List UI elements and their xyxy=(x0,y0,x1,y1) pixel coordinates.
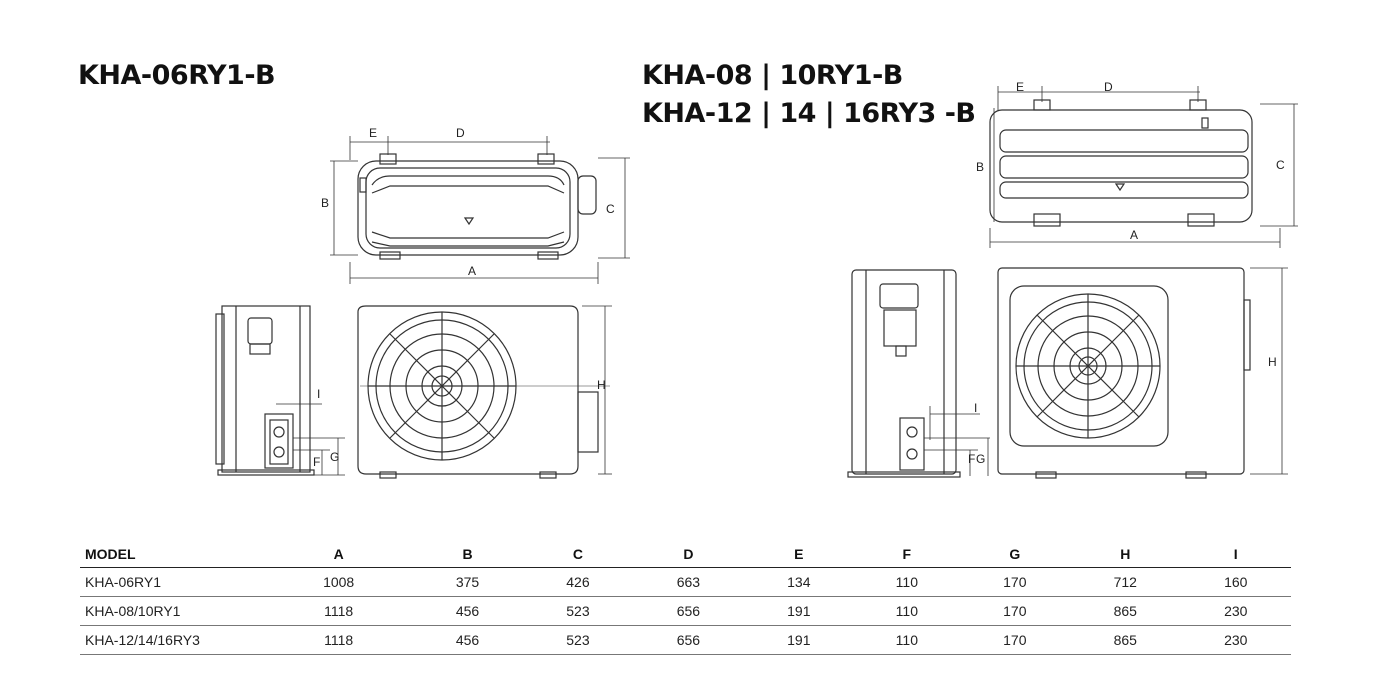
table-row: KHA-08/10RY1 1118 456 523 656 191 110 17… xyxy=(80,596,1291,626)
dim-label-b-left: B xyxy=(321,196,329,210)
dim-label-d-left: D xyxy=(456,126,465,140)
table-cell: 523 xyxy=(522,625,634,655)
title-right-models-line2: KHA-12 | 14 | 16RY3 -B xyxy=(642,98,976,129)
table-header-row: MODEL A B C D E F G H I xyxy=(80,540,1291,568)
dim-label-f-right: F xyxy=(968,452,975,466)
right-side-view xyxy=(847,269,990,478)
dim-label-c-left: C xyxy=(606,202,615,216)
table-cell: 865 xyxy=(1070,596,1181,626)
table-cell: 110 xyxy=(854,567,960,597)
table-cell: 456 xyxy=(412,625,523,655)
table-row: KHA-12/14/16RY3 1118 456 523 656 191 110… xyxy=(80,625,1291,655)
technical-drawings: E D B C A I F G H E D B C A I F G H xyxy=(215,80,1298,479)
table-cell: 170 xyxy=(959,567,1071,597)
title-left-model: KHA-06RY1-B xyxy=(78,60,276,91)
dim-label-c-right: C xyxy=(1276,158,1285,172)
table-cell: 191 xyxy=(743,625,855,655)
table-row: KHA-06RY1 1008 375 426 663 134 110 170 7… xyxy=(80,567,1291,597)
dim-label-h-right: H xyxy=(1268,355,1277,369)
table-cell: 1118 xyxy=(265,596,413,626)
table-cell: KHA-06RY1 xyxy=(80,567,265,597)
dim-label-b-right: B xyxy=(976,160,984,174)
left-top-view xyxy=(330,136,630,284)
dim-label-g-right: G xyxy=(976,452,985,466)
table-header: A xyxy=(265,540,413,568)
table-cell: 110 xyxy=(854,625,960,655)
table-header: C xyxy=(522,540,634,568)
dim-label-e-right: E xyxy=(1016,80,1024,94)
dimension-letters: E D B C A I F G H E D B C A I F G H xyxy=(313,80,1285,469)
table-header: MODEL xyxy=(80,540,265,568)
table-cell: 1118 xyxy=(265,625,413,655)
table-header: B xyxy=(412,540,523,568)
table-cell: 663 xyxy=(633,567,744,597)
right-front-view xyxy=(997,267,1288,479)
table-cell: 230 xyxy=(1180,625,1291,655)
left-front-view xyxy=(357,305,612,479)
dim-label-h-left: H xyxy=(597,378,606,392)
table-cell: 170 xyxy=(959,596,1071,626)
table-cell: 656 xyxy=(633,625,744,655)
table-cell: 160 xyxy=(1180,567,1291,597)
table-cell: 712 xyxy=(1070,567,1181,597)
table-cell: 134 xyxy=(743,567,855,597)
table-cell: 170 xyxy=(959,625,1071,655)
table-cell: 230 xyxy=(1180,596,1291,626)
dim-label-e-left: E xyxy=(369,126,377,140)
title-right-models-line1: KHA-08 | 10RY1-B xyxy=(642,60,903,91)
table-cell: 656 xyxy=(633,596,744,626)
table-header: I xyxy=(1180,540,1291,568)
table-header: G xyxy=(959,540,1071,568)
table-cell: 110 xyxy=(854,596,960,626)
table-header: D xyxy=(633,540,744,568)
right-top-view xyxy=(989,86,1298,248)
table-cell: 523 xyxy=(522,596,634,626)
table-cell: 865 xyxy=(1070,625,1181,655)
table-cell: 456 xyxy=(412,596,523,626)
table-header: H xyxy=(1070,540,1181,568)
dim-label-d-right: D xyxy=(1104,80,1113,94)
dim-label-i-right: I xyxy=(974,401,977,415)
table-cell: 375 xyxy=(412,567,523,597)
table-header: F xyxy=(854,540,960,568)
dim-label-g-left: G xyxy=(330,450,339,464)
table-cell: KHA-08/10RY1 xyxy=(80,596,265,626)
table-header: E xyxy=(743,540,855,568)
table-cell: 1008 xyxy=(265,567,413,597)
table-cell: 426 xyxy=(522,567,634,597)
dim-label-i-left: I xyxy=(317,387,320,401)
dim-label-f-left: F xyxy=(313,455,320,469)
table-cell: KHA-12/14/16RY3 xyxy=(80,625,265,655)
dim-label-a-left: A xyxy=(468,264,476,278)
dimensions-table: MODEL A B C D E F G H I KHA-06RY1 1008 3… xyxy=(80,540,1291,655)
left-side-view xyxy=(215,305,345,476)
dim-label-a-right: A xyxy=(1130,228,1138,242)
table-cell: 191 xyxy=(743,596,855,626)
